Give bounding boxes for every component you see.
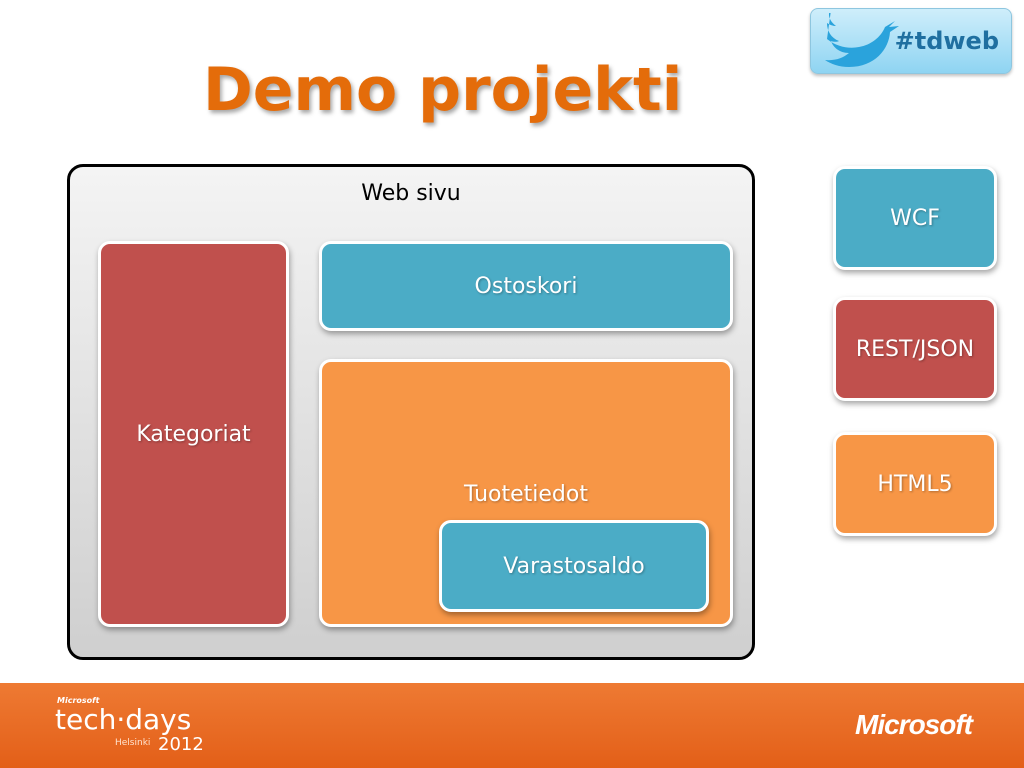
varastosaldo-label: Varastosaldo bbox=[503, 553, 645, 579]
event-city: Helsinki bbox=[115, 738, 151, 748]
hashtag-text: #tdweb bbox=[894, 27, 999, 55]
footer-bar: Microsoft tech·days Helsinki 2012 Micros… bbox=[0, 683, 1024, 768]
web-page-label: Web sivu bbox=[361, 181, 461, 206]
legend-wcf: WCF bbox=[833, 166, 997, 270]
legend-html5: HTML5 bbox=[833, 432, 997, 536]
legend-rest-json: REST/JSON bbox=[833, 297, 997, 401]
legend-wcf-label: WCF bbox=[890, 205, 940, 231]
kategoriat-label: Kategoriat bbox=[136, 421, 251, 447]
microsoft-logo: Microsoft bbox=[855, 709, 973, 740]
techdays-logo: tech·days bbox=[55, 703, 192, 736]
event-year: 2012 bbox=[158, 734, 204, 755]
twitter-bird-icon bbox=[825, 13, 899, 67]
slide-title: Demo projekti bbox=[203, 55, 683, 125]
kategoriat-panel: Kategoriat bbox=[98, 241, 289, 627]
legend-rest-json-label: REST/JSON bbox=[855, 336, 975, 362]
varastosaldo-panel: Varastosaldo bbox=[439, 520, 709, 612]
legend-html5-label: HTML5 bbox=[877, 471, 953, 497]
hashtag-badge: #tdweb bbox=[810, 8, 1012, 74]
ostoskori-label: Ostoskori bbox=[474, 273, 578, 299]
ostoskori-panel: Ostoskori bbox=[319, 241, 733, 331]
web-page-container: Web sivu Kategoriat Ostoskori Tuotetiedo… bbox=[67, 164, 755, 660]
tuotetiedot-label: Tuotetiedot bbox=[464, 482, 588, 507]
tuotetiedot-panel: Tuotetiedot Varastosaldo bbox=[319, 359, 733, 627]
event-brand-small: Microsoft bbox=[57, 696, 100, 705]
